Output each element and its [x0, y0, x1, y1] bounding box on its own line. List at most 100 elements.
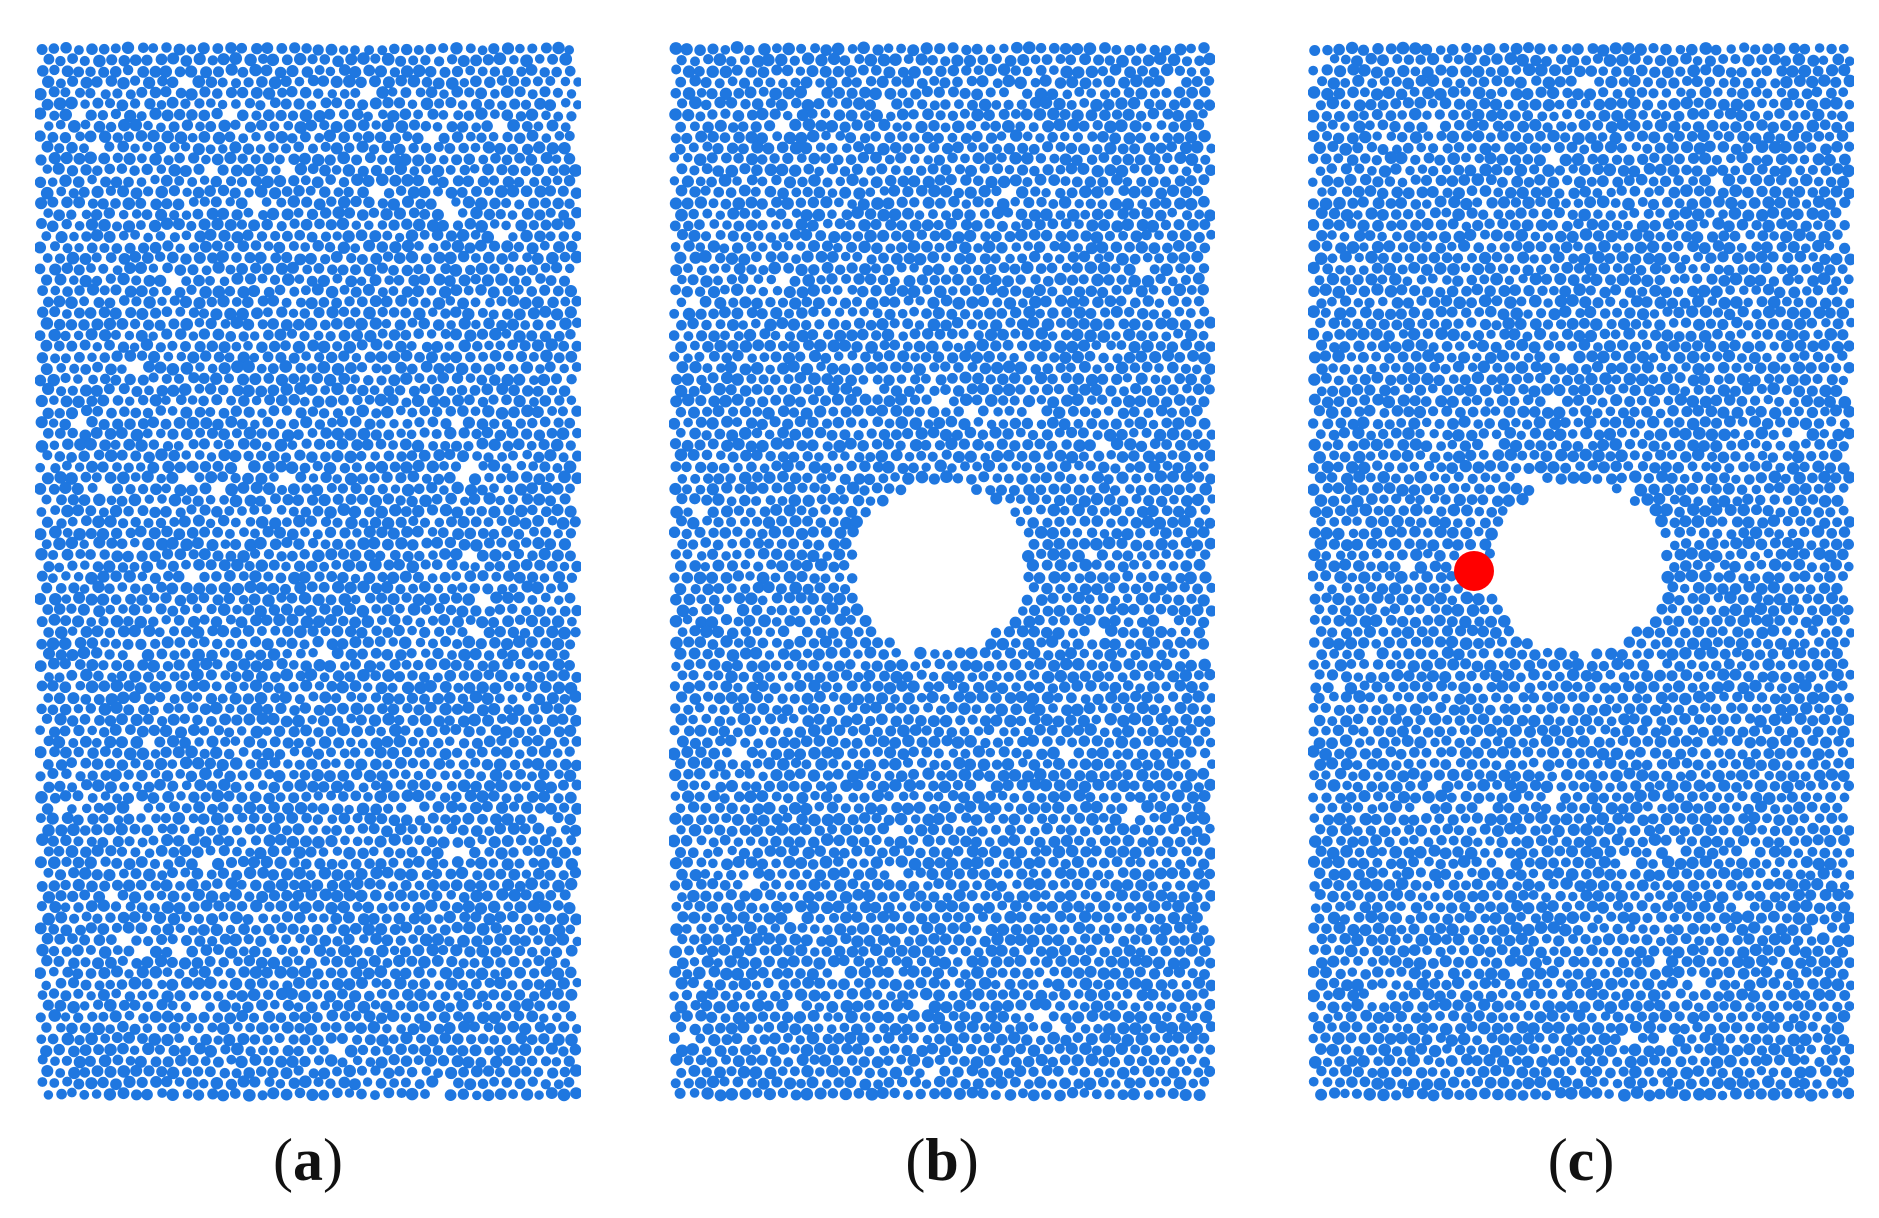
particle [426, 460, 440, 474]
particle [287, 195, 301, 208]
particle [117, 1020, 129, 1033]
particle [48, 328, 61, 342]
particle [98, 813, 109, 824]
particle [521, 647, 534, 660]
particle [393, 912, 406, 925]
particle [375, 858, 387, 870]
particle [1072, 66, 1085, 79]
particle [307, 406, 319, 417]
particle [413, 328, 424, 339]
particle [522, 845, 533, 857]
particle [972, 152, 985, 165]
particle [356, 957, 369, 970]
particle [255, 935, 267, 947]
particle [363, 375, 374, 386]
particle [172, 570, 185, 583]
particle [526, 790, 539, 803]
particle [1078, 120, 1090, 132]
particle [527, 946, 538, 958]
particle [44, 672, 54, 683]
particle [420, 360, 433, 373]
particle [783, 241, 794, 251]
particle [508, 737, 519, 748]
particle [694, 44, 706, 56]
particle [519, 823, 531, 835]
particle [166, 1066, 180, 1080]
particle [180, 648, 191, 659]
particle [897, 88, 908, 99]
particle [474, 239, 487, 252]
particle [669, 220, 681, 232]
particle [738, 184, 751, 197]
particle [98, 703, 112, 716]
particle [539, 305, 552, 318]
particle [219, 933, 231, 945]
particle [540, 1056, 552, 1067]
particle [357, 580, 370, 594]
particle [350, 702, 364, 715]
particle [186, 44, 197, 55]
particle [268, 559, 280, 571]
particle [344, 625, 357, 638]
particle [890, 252, 903, 265]
particle [143, 296, 156, 309]
particle [155, 603, 167, 615]
particle [317, 75, 330, 87]
particle [141, 54, 153, 66]
particle [964, 252, 977, 265]
particle [821, 261, 834, 274]
particle [338, 45, 349, 55]
particle [369, 97, 382, 110]
particle [560, 76, 571, 87]
particle [288, 418, 300, 430]
particle [78, 186, 90, 198]
particle [206, 780, 218, 792]
particle [188, 307, 200, 318]
particle [244, 494, 257, 507]
particle [143, 1065, 155, 1077]
particle [789, 228, 802, 241]
particle [1206, 143, 1215, 154]
particle [178, 957, 192, 970]
particle [148, 1033, 162, 1046]
particle [175, 680, 188, 692]
particle [515, 219, 528, 232]
particle [343, 846, 356, 860]
particle [425, 701, 437, 714]
particle [451, 571, 462, 582]
particle [370, 647, 382, 659]
particle [438, 658, 451, 671]
particle [698, 250, 712, 263]
particle [90, 229, 104, 242]
particle [217, 384, 229, 396]
particle [73, 703, 84, 714]
particle [1061, 262, 1072, 273]
particle [539, 680, 552, 693]
particle [476, 726, 486, 736]
particle [225, 877, 238, 890]
particle [180, 538, 194, 552]
particle [1077, 162, 1090, 175]
particle [457, 582, 468, 593]
particle [54, 672, 65, 683]
particle [501, 1035, 512, 1045]
particle [166, 251, 179, 264]
particle [289, 218, 300, 229]
particle [746, 241, 757, 252]
particle [457, 627, 468, 638]
particle [927, 251, 940, 264]
particle [383, 429, 395, 441]
particle [1122, 176, 1133, 187]
particle [870, 109, 883, 122]
particle [330, 121, 343, 133]
particle [356, 209, 369, 221]
particle [267, 1066, 279, 1079]
particle [551, 503, 564, 517]
particle [879, 186, 890, 196]
particle [331, 382, 344, 396]
particle [350, 264, 361, 276]
particle [117, 691, 130, 705]
particle [708, 198, 719, 209]
particle [103, 560, 116, 573]
particle [477, 484, 488, 496]
